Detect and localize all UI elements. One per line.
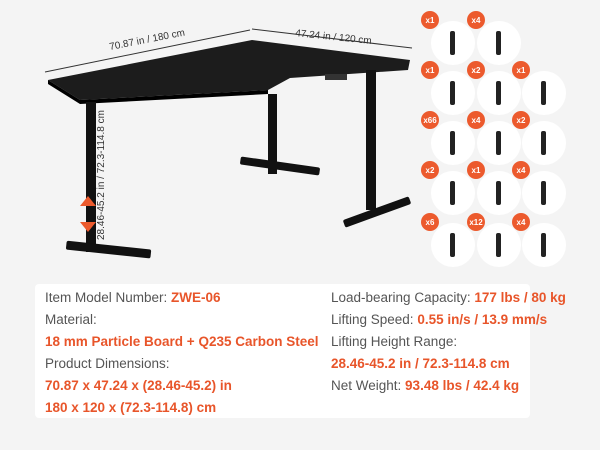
quantity-badge: x1 — [467, 161, 485, 179]
part-item: x2 — [467, 61, 521, 115]
up-arrow-icon — [80, 196, 96, 206]
desk-illustration: 70.87 in / 180 cm 47.24 in / 120 cm 28.4… — [44, 28, 413, 259]
wood-screw-icon — [541, 131, 546, 155]
cable-icon — [496, 81, 501, 105]
spec-dimensions-cm: 180 x 120 x (72.3-114.8) cm — [45, 400, 217, 415]
quantity-badge: x66 — [421, 111, 439, 129]
part-item: x1 — [421, 61, 475, 115]
part-item: x4 — [512, 161, 566, 215]
mounting-bracket-icon — [496, 31, 501, 55]
t-bolt-icon — [496, 233, 501, 257]
part-item: x66 — [421, 111, 475, 165]
quantity-badge: x4 — [512, 161, 530, 179]
part-item: x1 — [467, 161, 521, 215]
depth-dimension-line — [251, 28, 413, 49]
spec-material-value: 18 mm Particle Board + Q235 Carbon Steel — [45, 334, 319, 349]
control-panel — [325, 74, 347, 80]
spec-dimensions-label: Product Dimensions: — [45, 356, 170, 371]
quantity-badge: x1 — [421, 61, 439, 79]
spec-dimensions-in: 70.87 x 47.24 x (28.46-45.2) in — [45, 378, 232, 393]
quantity-badge: x4 — [467, 11, 485, 29]
quantity-badge: x1 — [512, 61, 530, 79]
quantity-badge: x6 — [421, 213, 439, 231]
flat-bolt-icon — [496, 131, 501, 155]
part-item: x12 — [467, 213, 521, 267]
spec-material-label: Material: — [45, 312, 97, 327]
width-label: 70.87 in / 180 cm — [108, 28, 185, 53]
quantity-badge: x4 — [467, 111, 485, 129]
part-item: x2 — [421, 161, 475, 215]
part-item: x2 — [512, 111, 566, 165]
width-dimension-line — [44, 29, 251, 73]
quantity-badge: x1 — [421, 11, 439, 29]
grommet-icon — [496, 181, 501, 205]
part-item: x1 — [421, 11, 475, 65]
wood-dowel-icon — [541, 233, 546, 257]
part-item: x4 — [467, 111, 521, 165]
bolt-icon — [450, 131, 455, 155]
spec-weight: Net Weight: 93.48 lbs / 42.4 kg — [331, 378, 520, 393]
allen-key-icon — [450, 31, 455, 55]
spec-model: Item Model Number: ZWE-06 — [45, 290, 221, 305]
desktop-surface — [48, 40, 410, 100]
depth-label: 47.24 in / 120 cm — [295, 28, 372, 47]
specs-panel: Item Model Number: ZWE-06 Material: 18 m… — [35, 284, 566, 418]
part-item: x4 — [512, 213, 566, 267]
quantity-badge: x2 — [512, 111, 530, 129]
down-arrow-icon — [80, 222, 96, 232]
spec-capacity: Load-bearing Capacity: 177 lbs / 80 kg — [331, 290, 566, 305]
spec-speed: Lifting Speed: 0.55 in/s / 13.9 mm/s — [331, 312, 548, 327]
part-item: x6 — [421, 213, 475, 267]
power-adapter-icon — [450, 81, 455, 105]
quantity-badge: x12 — [467, 213, 485, 231]
screwdriver-icon — [541, 81, 546, 105]
part-item: x1 — [512, 61, 566, 115]
left-leg — [86, 102, 96, 252]
quantity-badge: x4 — [512, 213, 530, 231]
quantity-badge: x2 — [421, 161, 439, 179]
spec-height-range-value: 28.46-45.2 in / 72.3-114.8 cm — [331, 356, 510, 371]
height-label: 28.46-45.2 in / 72.3-114.8 cm — [96, 110, 107, 240]
anchor-icon — [541, 181, 546, 205]
spec-height-range-label: Lifting Height Range: — [331, 334, 458, 349]
long-screw-icon — [450, 233, 455, 257]
quantity-badge: x2 — [467, 61, 485, 79]
part-item: x4 — [467, 11, 521, 65]
hook-icon — [450, 181, 455, 205]
